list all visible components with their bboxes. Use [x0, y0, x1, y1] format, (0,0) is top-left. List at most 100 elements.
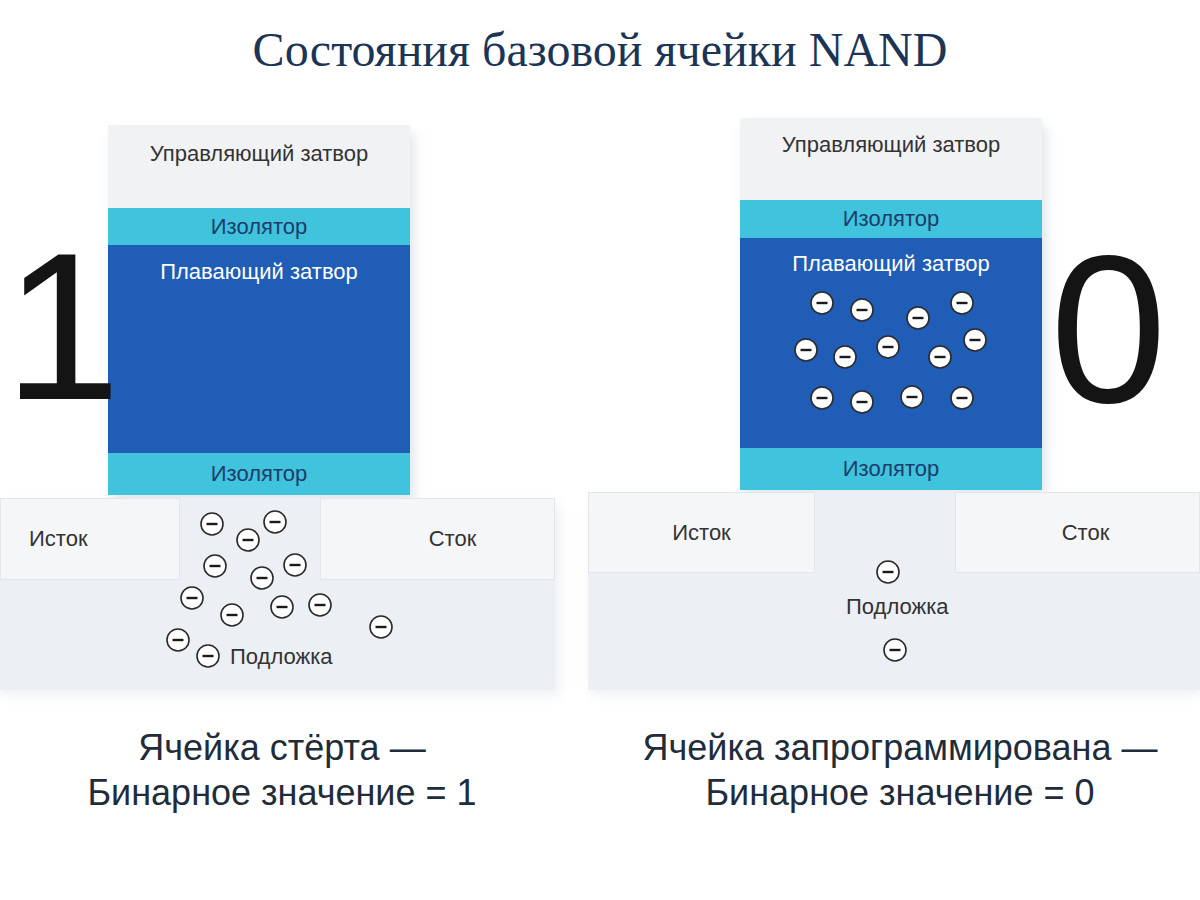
minus-sign	[277, 606, 288, 608]
electron-circle	[951, 387, 973, 409]
minus-sign	[290, 564, 301, 566]
floating-gate: Плавающий затвор	[740, 238, 1042, 448]
electron-symbol	[877, 336, 899, 358]
electron-circle	[237, 529, 259, 551]
drain-region: Сток	[955, 492, 1200, 573]
minus-sign	[913, 317, 924, 319]
minus-sign	[817, 302, 828, 304]
electron-circle	[877, 336, 899, 358]
electron-symbol	[167, 629, 189, 651]
minus-sign	[210, 565, 221, 567]
electron-circle	[167, 629, 189, 651]
insulator-layer: Изолятор	[740, 448, 1042, 490]
electron-symbol	[370, 616, 392, 638]
electron-symbol	[907, 307, 929, 329]
minus-sign	[957, 302, 968, 304]
source-region: Исток	[0, 498, 180, 580]
part-name: Сток	[1062, 520, 1110, 545]
electron-circle	[221, 604, 243, 626]
electron-circle	[851, 391, 873, 413]
electron-symbol	[964, 329, 986, 351]
electron-symbol	[851, 391, 873, 413]
electron-circle	[964, 329, 986, 351]
part-name: Управляющий затвор	[150, 141, 368, 166]
source-region: Исток	[588, 492, 815, 573]
binary-digit: 1	[4, 222, 104, 432]
electron-symbol	[884, 639, 906, 661]
electron-symbol	[204, 555, 226, 577]
part-name: Изолятор	[211, 214, 307, 239]
electron-circle	[251, 567, 273, 589]
electron-circle	[811, 387, 833, 409]
electron-circle	[901, 386, 923, 408]
minus-sign	[376, 626, 387, 628]
electron-symbol	[951, 387, 973, 409]
electron-symbol	[201, 513, 223, 535]
minus-sign	[907, 396, 918, 398]
minus-sign	[270, 521, 281, 523]
part-name: Плавающий затвор	[792, 251, 990, 276]
minus-sign	[227, 614, 238, 616]
electron-symbol	[264, 511, 286, 533]
electron-circle	[907, 307, 929, 329]
electron-symbol	[237, 529, 259, 551]
electron-circle	[811, 292, 833, 314]
part-name: Плавающий затвор	[160, 259, 358, 284]
state-caption: Ячейка стёрта — Бинарное значение = 1	[52, 725, 512, 815]
electron-circle	[197, 645, 219, 667]
electron-symbol	[197, 645, 219, 667]
electron-circle	[309, 594, 331, 616]
minus-sign	[203, 655, 214, 657]
electron-symbol	[811, 387, 833, 409]
minus-sign	[883, 346, 894, 348]
drain-region: Сток	[320, 498, 555, 580]
minus-sign	[857, 309, 868, 311]
minus-sign	[315, 604, 326, 606]
insulator-layer: Изолятор	[740, 200, 1042, 238]
electron-symbol	[309, 594, 331, 616]
minus-sign	[970, 339, 981, 341]
minus-sign	[257, 577, 268, 579]
electron-circle	[795, 339, 817, 361]
electron-symbol	[221, 604, 243, 626]
electron-symbol	[181, 587, 203, 609]
electron-symbol	[251, 567, 273, 589]
floating-gate: Плавающий затвор	[108, 245, 410, 453]
minus-sign	[187, 597, 198, 599]
electron-symbol	[834, 346, 856, 368]
electron-symbol	[795, 339, 817, 361]
minus-sign	[840, 356, 851, 358]
electron-circle	[204, 555, 226, 577]
minus-sign	[883, 571, 894, 573]
minus-sign	[935, 356, 946, 358]
part-name: Изолятор	[843, 206, 939, 231]
electron-circle	[951, 292, 973, 314]
part-name: Исток	[672, 520, 731, 545]
electron-circle	[271, 596, 293, 618]
part-name: Исток	[29, 526, 88, 551]
electron-symbol	[271, 596, 293, 618]
minus-sign	[207, 523, 218, 525]
electron-circle	[264, 511, 286, 533]
part-name: Изолятор	[211, 461, 307, 486]
substrate: ПодложкаИстокСток	[588, 492, 1200, 690]
electron-symbol	[811, 292, 833, 314]
electron-symbol	[877, 561, 899, 583]
electron-circle	[877, 561, 899, 583]
part-name: Подложка	[230, 644, 333, 669]
state-caption: Ячейка запрограммирована — Бинарное знач…	[606, 725, 1194, 815]
electron-circle	[181, 587, 203, 609]
binary-digit: 0	[1050, 225, 1160, 435]
diagram-title: Состояния базовой ячейки NAND	[0, 22, 1200, 77]
electron-symbol	[951, 292, 973, 314]
minus-sign	[857, 401, 868, 403]
part-name: Сток	[429, 526, 477, 551]
insulator-layer: Изолятор	[108, 453, 410, 495]
electron-circle	[370, 616, 392, 638]
electron-symbol	[929, 346, 951, 368]
electron-circle	[834, 346, 856, 368]
electron-symbol	[284, 554, 306, 576]
control-gate: Управляющий затвор	[108, 125, 410, 208]
electron-circle	[284, 554, 306, 576]
